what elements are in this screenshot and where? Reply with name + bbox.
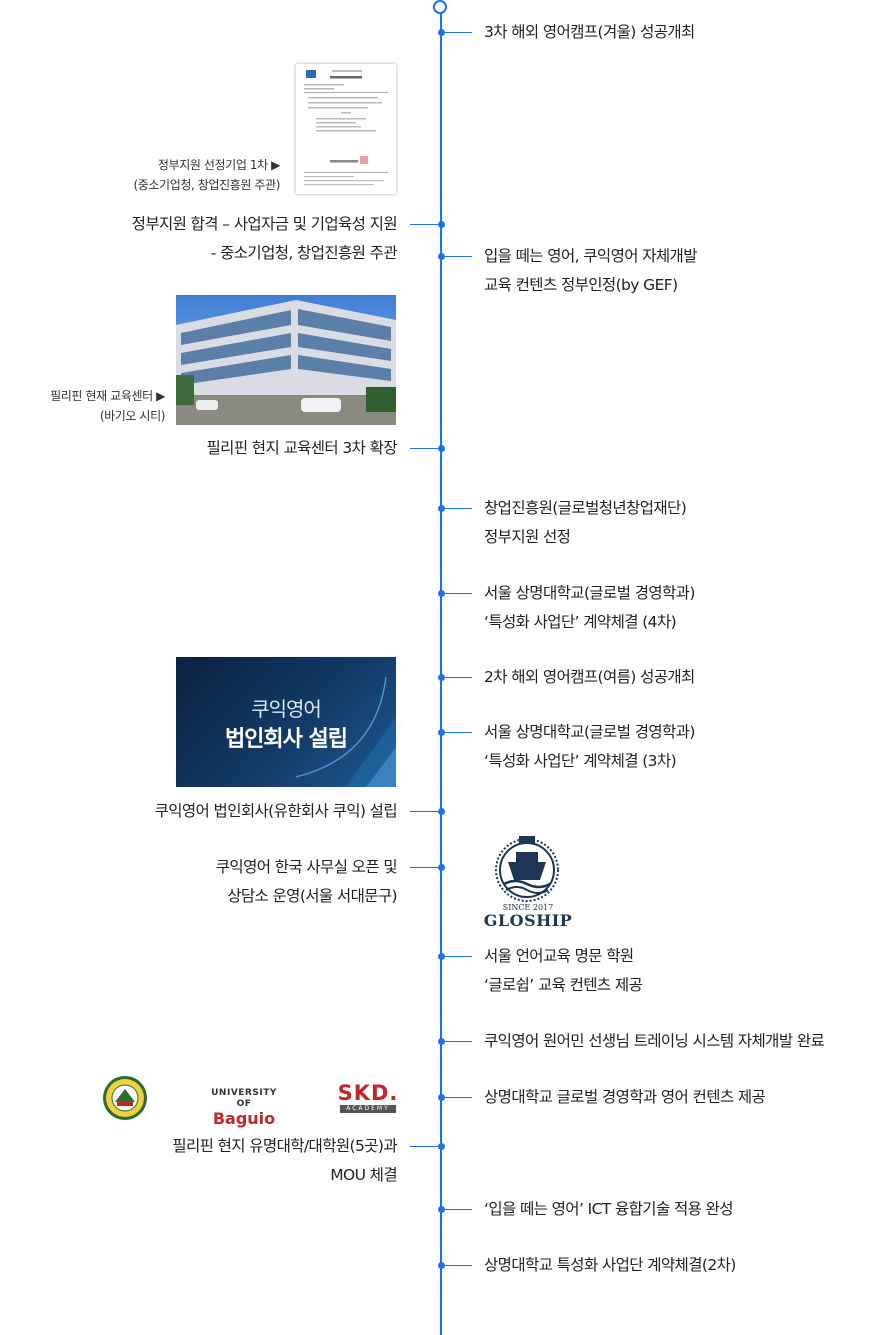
event-text: 상명대학교 특성화 사업단 계약체결(2차) bbox=[484, 1256, 736, 1274]
gloship-logo: SINCE 2017 GLOSHIP bbox=[478, 832, 578, 932]
image-caption: 정부지원 선정기업 1차 ▶ (중소기업청, 창업진흥원 주관) bbox=[134, 155, 281, 195]
timeline-connector bbox=[444, 593, 472, 594]
timeline-dot bbox=[438, 590, 445, 597]
caption-text: 필리핀 현재 교육센터 ▶ bbox=[50, 389, 165, 403]
event-text: 쿠익영어 법인회사(유한회사 쿠익) 설립 bbox=[154, 802, 398, 820]
timeline-start-marker bbox=[433, 0, 447, 14]
event-text: 2차 해외 영어캠프(여름) 성공개최 bbox=[484, 668, 695, 686]
event-text: ‘특성화 사업단’ 계약체결 (3차) bbox=[484, 752, 677, 770]
timeline-connector bbox=[444, 1209, 472, 1210]
timeline-dot bbox=[438, 864, 445, 871]
timeline-dot bbox=[438, 808, 445, 815]
timeline-connector bbox=[410, 448, 440, 449]
event-text: 상명대학교 글로벌 경영학과 영어 컨텐츠 제공 bbox=[484, 1088, 766, 1106]
skd-logo-sub: ACADEMY bbox=[340, 1105, 396, 1113]
timeline-dot bbox=[438, 953, 445, 960]
timeline-dot bbox=[438, 674, 445, 681]
timeline-event: 상명대학교 특성화 사업단 계약체결(2차) bbox=[484, 1251, 736, 1280]
event-text: 상담소 운영(서울 서대문구) bbox=[227, 887, 397, 905]
event-text: 쿠익영어 한국 사무실 오픈 및 bbox=[215, 858, 398, 876]
event-text: 필리핀 현지 유명대학/대학원(5곳)과 bbox=[172, 1137, 397, 1155]
timeline-event: 입을 떼는 영어, 쿠익영어 자체개발 교육 컨텐츠 정부인정(by GEF) bbox=[484, 242, 697, 300]
skd-logo-name: SKD. bbox=[337, 1081, 399, 1105]
event-text: ‘입을 떼는 영어’ ICT 융합기술 적용 완성 bbox=[484, 1200, 734, 1218]
timeline-dot bbox=[438, 221, 445, 228]
timeline-event: 상명대학교 글로벌 경영학과 영어 컨텐츠 제공 bbox=[484, 1083, 766, 1112]
timeline-connector bbox=[410, 1146, 440, 1147]
timeline-event: 쿠익영어 원어민 선생님 트레이닝 시스템 자체개발 완료 bbox=[484, 1027, 825, 1056]
education-center-photo bbox=[176, 295, 396, 425]
event-text: 교육 컨텐츠 정부인정(by GEF) bbox=[484, 276, 678, 294]
event-text: 3차 해외 영어캠프(겨울) 성공개최 bbox=[484, 23, 695, 41]
timeline-connector bbox=[444, 256, 472, 257]
event-text: - 중소기업청, 창업진흥원 주관 bbox=[210, 244, 398, 262]
baguio-logo-line-2: Baguio bbox=[212, 1109, 276, 1128]
timeline-event: 서울 상명대학교(글로벌 경영학과) ‘특성화 사업단’ 계약체결 (3차) bbox=[484, 718, 695, 776]
banner-line-2: 법인회사 설립 bbox=[224, 727, 348, 752]
event-text: ‘특성화 사업단’ 계약체결 (4차) bbox=[484, 613, 677, 631]
event-text: MOU 체결 bbox=[330, 1166, 397, 1184]
timeline-dot bbox=[438, 1143, 445, 1150]
event-text: 서울 언어교육 명문 학원 bbox=[484, 947, 634, 965]
timeline-dot bbox=[438, 729, 445, 736]
caption-text: (중소기업청, 창업진흥원 주관) bbox=[133, 178, 281, 192]
timeline-dot bbox=[438, 505, 445, 512]
gloship-name: GLOSHIP bbox=[483, 911, 573, 930]
timeline-event: 서울 언어교육 명문 학원 ‘글로쉽’ 교육 컨텐츠 제공 bbox=[484, 942, 643, 1000]
skd-academy-logo: SKD. ACADEMY bbox=[336, 1082, 400, 1116]
timeline-event: ‘입을 떼는 영어’ ICT 융합기술 적용 완성 bbox=[484, 1195, 734, 1224]
timeline-dot bbox=[438, 29, 445, 36]
timeline-event: 쿠익영어 법인회사(유한회사 쿠익) 설립 bbox=[154, 797, 398, 826]
timeline-event: 창업진흥원(글로벌청년창업재단) 정부지원 선정 bbox=[484, 494, 687, 552]
event-text: 정부지원 합격 – 사업자금 및 기업육성 지원 bbox=[131, 215, 398, 233]
university-of-baguio-logo: UNIVERSITY OF Baguio bbox=[204, 1088, 284, 1127]
timeline-dot bbox=[438, 1206, 445, 1213]
timeline-event: 필리핀 현지 유명대학/대학원(5곳)과 MOU 체결 bbox=[172, 1132, 397, 1190]
timeline-event: 3차 해외 영어캠프(겨울) 성공개최 bbox=[484, 18, 695, 47]
timeline-event: 2차 해외 영어캠프(여름) 성공개최 bbox=[484, 663, 695, 692]
timeline-connector bbox=[444, 677, 472, 678]
timeline-dot bbox=[438, 253, 445, 260]
timeline-dot bbox=[438, 1038, 445, 1045]
timeline-event: 쿠익영어 한국 사무실 오픈 및 상담소 운영(서울 서대문구) bbox=[215, 853, 398, 911]
event-text: 창업진흥원(글로벌청년창업재단) bbox=[484, 499, 687, 517]
banner-line-1: 쿠익영어 bbox=[251, 697, 322, 721]
timeline-connector bbox=[410, 224, 440, 225]
timeline-dot bbox=[438, 445, 445, 452]
timeline-connector bbox=[444, 1097, 472, 1098]
timeline-connector bbox=[444, 508, 472, 509]
timeline-event: 필리핀 현지 교육센터 3차 확장 bbox=[207, 434, 398, 463]
caption-text: (바기오 시티) bbox=[99, 409, 166, 423]
university-seal-logo bbox=[102, 1075, 148, 1121]
timeline-connector bbox=[444, 732, 472, 733]
timeline-connector bbox=[444, 32, 472, 33]
timeline-connector bbox=[444, 956, 472, 957]
event-text: 정부지원 선정 bbox=[484, 528, 571, 546]
certificate-image bbox=[296, 64, 396, 194]
event-text: 입을 떼는 영어, 쿠익영어 자체개발 bbox=[484, 247, 697, 265]
event-text: ‘글로쉽’ 교육 컨텐츠 제공 bbox=[484, 976, 643, 994]
baguio-logo-line-1: UNIVERSITY OF bbox=[211, 1088, 277, 1109]
timeline-dot bbox=[438, 1262, 445, 1269]
event-text: 서울 상명대학교(글로벌 경영학과) bbox=[484, 584, 695, 602]
timeline-connector bbox=[444, 1041, 472, 1042]
timeline-event: 정부지원 합격 – 사업자금 및 기업육성 지원 - 중소기업청, 창업진흥원 … bbox=[131, 210, 398, 268]
caption-text: 정부지원 선정기업 1차 ▶ bbox=[157, 158, 280, 172]
timeline-connector bbox=[410, 811, 440, 812]
event-text: 쿠익영어 원어민 선생님 트레이닝 시스템 자체개발 완료 bbox=[484, 1032, 825, 1050]
gloship-since: SINCE 2017 bbox=[502, 903, 554, 912]
corporation-banner: 쿠익영어 법인회사 설립 bbox=[176, 657, 396, 787]
event-text: 서울 상명대학교(글로벌 경영학과) bbox=[484, 723, 695, 741]
timeline-line bbox=[440, 8, 442, 1335]
timeline-dot bbox=[438, 1094, 445, 1101]
event-text: 필리핀 현지 교육센터 3차 확장 bbox=[206, 439, 398, 457]
timeline-connector bbox=[410, 867, 440, 868]
timeline-event: 서울 상명대학교(글로벌 경영학과) ‘특성화 사업단’ 계약체결 (4차) bbox=[484, 579, 695, 637]
timeline-connector bbox=[444, 1265, 472, 1266]
image-caption: 필리핀 현재 교육센터 ▶ (바기오 시티) bbox=[50, 386, 165, 426]
